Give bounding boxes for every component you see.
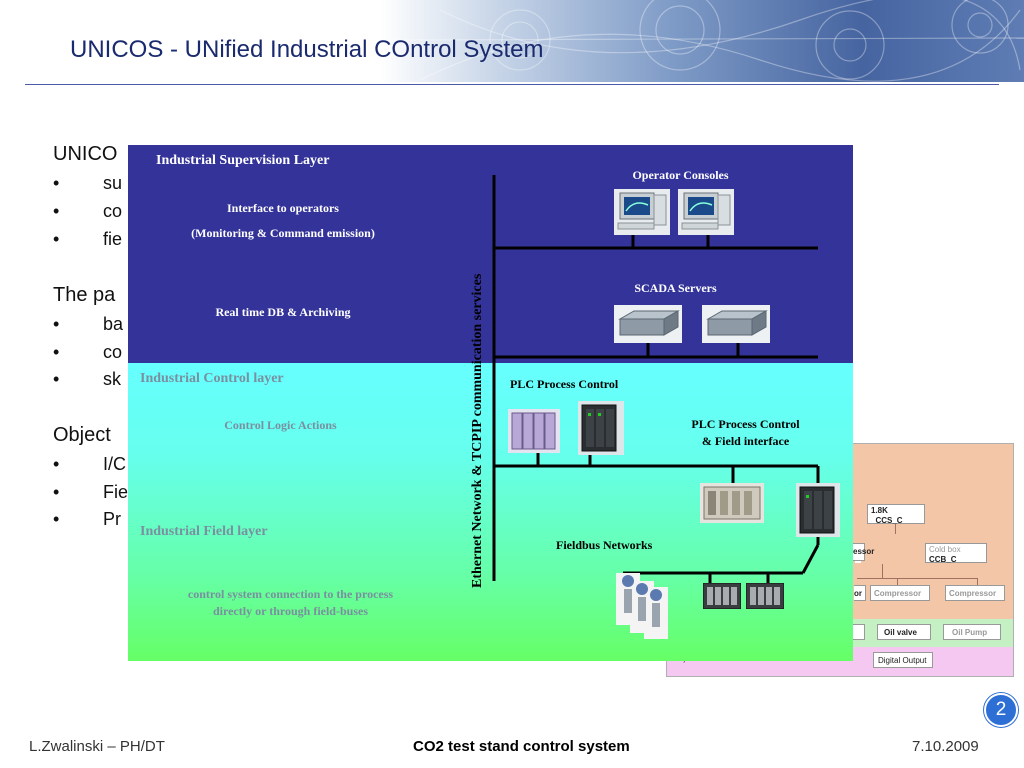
node-compressor-2: Compressor bbox=[945, 585, 1005, 601]
control-logic-label: Control Logic Actions bbox=[224, 418, 337, 432]
footer-author: L.Zwalinski – PH/DT bbox=[29, 738, 165, 755]
background-bullet: •su bbox=[53, 173, 123, 193]
connection-label-2: directly or through field-buses bbox=[212, 604, 368, 618]
banner-pattern bbox=[380, 0, 1024, 82]
plc-rack-icon bbox=[508, 409, 560, 453]
title-divider bbox=[25, 84, 999, 85]
page-number-badge: 2 bbox=[984, 693, 1018, 727]
plc-rack-icon bbox=[578, 401, 624, 455]
node-1-8k: 1.8K CCS_C bbox=[867, 504, 925, 525]
server-icon bbox=[702, 305, 770, 343]
node-oil-valve: Oil valve bbox=[877, 624, 931, 640]
valve-actuator-icon bbox=[616, 573, 668, 639]
architecture-diagram: Industrial Supervision Layer Interface t… bbox=[128, 145, 853, 661]
background-bullet: •co bbox=[53, 201, 123, 221]
header-banner bbox=[380, 0, 1024, 82]
connection-label-1: control system connection to the process bbox=[187, 587, 394, 601]
supervision-layer-title: Industrial Supervision Layer bbox=[156, 153, 330, 168]
background-heading-1: UNICO bbox=[53, 143, 118, 165]
field-layer-title: Industrial Field layer bbox=[140, 524, 268, 539]
interface-operators-label: Interface to operators bbox=[227, 201, 339, 215]
field-io-icon bbox=[746, 583, 784, 609]
node-oil-pump: Oil Pump bbox=[943, 624, 1001, 640]
background-bullet: •Fie bbox=[53, 482, 129, 502]
network-label: Ethernet Network & TCPIP communication s… bbox=[470, 273, 485, 588]
monitoring-label: (Monitoring & Command emission) bbox=[191, 226, 375, 240]
background-heading-2: The pa bbox=[53, 284, 116, 306]
network-lines bbox=[492, 175, 820, 585]
monitor-icon bbox=[678, 189, 734, 235]
monitor-icon bbox=[614, 189, 670, 235]
realtime-db-label: Real time DB & Archiving bbox=[215, 305, 351, 319]
scada-servers-label: SCADA Servers bbox=[634, 281, 717, 295]
footer-date: 7.10.2009 bbox=[912, 738, 979, 755]
node-digital-output: Digital Output bbox=[873, 652, 933, 668]
operator-consoles-label: Operator Consoles bbox=[632, 168, 729, 182]
footer-title: CO2 test stand control system bbox=[413, 738, 630, 755]
background-bullet: •fie bbox=[53, 229, 123, 249]
plc-rack-icon bbox=[796, 483, 840, 537]
field-io-icon bbox=[700, 483, 764, 523]
background-bullet: •ba bbox=[53, 314, 124, 334]
fieldbus-label: Fieldbus Networks bbox=[556, 538, 653, 552]
field-io-icon bbox=[703, 583, 741, 609]
node-cut-field bbox=[853, 624, 865, 640]
control-layer-title: Industrial Control layer bbox=[140, 371, 284, 386]
slide-title: UNICOS - UNified Industrial COntrol Syst… bbox=[70, 36, 544, 63]
background-bullet: •sk bbox=[53, 369, 121, 389]
plc-process-label: PLC Process Control bbox=[510, 377, 619, 391]
background-bullet: •I/C bbox=[53, 454, 127, 474]
node-compressor-1: Compressor bbox=[870, 585, 930, 601]
background-bullet: •co bbox=[53, 342, 123, 362]
node-compressor-cut-2: or bbox=[854, 585, 866, 601]
plc-field-label-2: & Field interface bbox=[701, 434, 790, 448]
background-bullet: •Pr bbox=[53, 509, 121, 529]
server-icon bbox=[614, 305, 682, 343]
background-heading-3: Object bbox=[53, 424, 111, 446]
plc-field-label-1: PLC Process Control bbox=[691, 417, 800, 431]
